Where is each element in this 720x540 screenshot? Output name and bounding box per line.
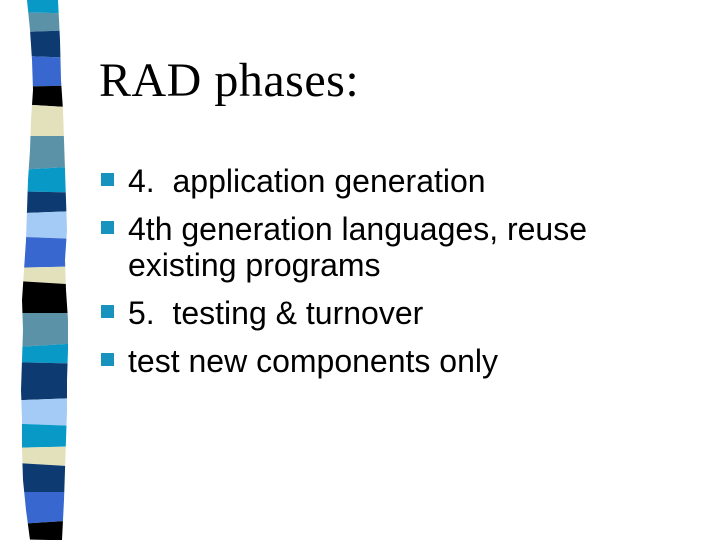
brushstroke-segment — [21, 236, 68, 268]
brushstroke-segment — [21, 280, 68, 313]
brushstroke-segment — [21, 55, 68, 87]
brushstroke-segment — [21, 462, 68, 492]
brushstroke-segment — [21, 423, 68, 448]
brushstroke-segment — [21, 210, 68, 240]
brushstroke-segment — [21, 397, 68, 427]
list-item: test new components only — [99, 343, 632, 379]
brushstroke-segment — [21, 85, 68, 109]
bullet-square-icon — [101, 305, 114, 318]
bullet-text: 5. testing & turnover — [128, 295, 424, 331]
bullet-list: 4. application generation 4th generation … — [99, 163, 632, 379]
bullet-square-icon — [101, 353, 114, 366]
list-item: 4th generation languages, reuse existing… — [99, 211, 632, 283]
brushstroke-segment — [21, 519, 68, 540]
bullet-square-icon — [101, 221, 114, 234]
brushstroke-segment — [21, 165, 68, 193]
brushstroke-segment — [21, 0, 68, 14]
slide-title: RAD phases: — [99, 54, 360, 107]
brushstroke-segment — [21, 136, 68, 171]
list-item: 5. testing & turnover — [99, 295, 632, 331]
bullet-square-icon — [101, 173, 114, 186]
brushstroke-segment — [21, 313, 68, 348]
brushstroke-segment — [21, 342, 68, 364]
brushstroke-segment — [21, 29, 68, 59]
bullet-text: 4th generation languages, reuse existing… — [128, 211, 596, 283]
bullet-text: 4. application generation — [128, 163, 486, 199]
list-item: 4. application generation — [99, 163, 632, 199]
brushstroke-segment — [21, 266, 68, 286]
bullet-text: test new components only — [128, 343, 498, 379]
brushstroke-segment — [21, 103, 68, 136]
brushstroke-segment — [21, 362, 68, 401]
brushstroke-segment — [21, 12, 68, 33]
decorative-brushstroke — [21, 0, 68, 540]
brushstroke-segment — [21, 191, 68, 214]
brushstroke-segment — [21, 492, 68, 525]
brushstroke-segment — [21, 446, 68, 468]
